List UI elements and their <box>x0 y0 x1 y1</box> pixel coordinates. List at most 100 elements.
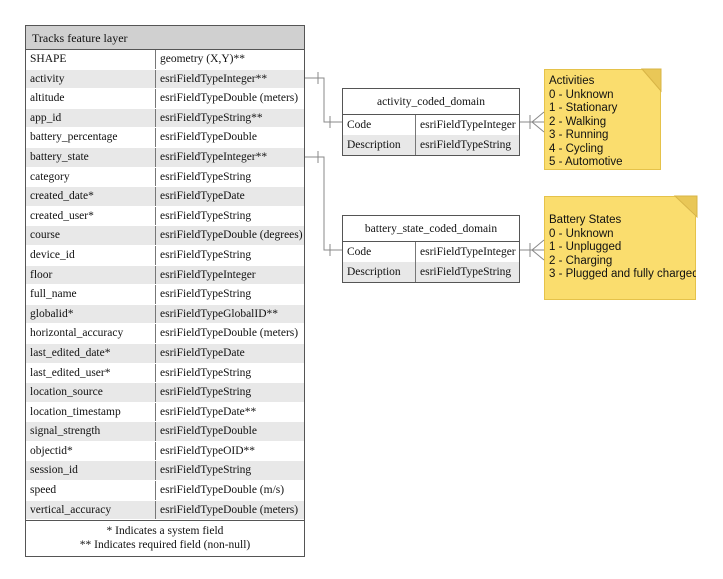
activity-crowfoot-top <box>531 111 545 123</box>
note-line: 2 - Charging <box>549 254 613 267</box>
field-type: esriFieldTypeInteger** <box>160 150 268 163</box>
table-row: battery_state esriFieldTypeInteger** <box>26 147 304 168</box>
field-name: course <box>26 226 156 245</box>
domain-field-type: esriFieldTypeInteger <box>420 119 516 131</box>
domain-title: battery_state_coded_domain <box>343 216 519 242</box>
table-rows: SHAPE geometry (X,Y)** activity esriFieldTy… <box>26 50 304 521</box>
table-row: app_id esriFieldTypeString** <box>26 108 304 129</box>
table-row: horizontal_accuracy esriFieldTypeDouble (… <box>26 324 304 344</box>
field-type: esriFieldTypeDate** <box>160 405 257 418</box>
note-line: 1 - Stationary <box>549 102 618 114</box>
note-line: 5 - Automotive <box>549 156 623 168</box>
field-type: esriFieldTypeString <box>160 366 252 379</box>
field-type: esriFieldTypeDouble (meters) <box>160 327 299 340</box>
domain-row-description: Description esriFieldTypeString <box>343 135 519 155</box>
note-line: 4 - Cycling <box>549 142 604 155</box>
field-name: horizontal_accuracy <box>26 324 156 343</box>
footer-required-field-note: ** Indicates required field (non-null) <box>79 539 251 552</box>
field-type: esriFieldTypeString** <box>160 111 263 124</box>
field-type: esriFieldTypeDate <box>160 190 245 203</box>
table-row: created_user*esriFieldTypeString <box>26 206 304 227</box>
tracks-feature-layer-table: Tracks feature layer SHAPE geometry (X,Y)… <box>25 25 305 558</box>
table-row: full_name esriFieldTypeString <box>26 285 304 305</box>
domain-row-description: Description esriFieldTypeString <box>343 262 519 282</box>
field-name: floor <box>26 265 156 285</box>
table-row: SHAPE geometry (X,Y)** <box>26 50 304 70</box>
table-row: floor esriFieldTypeInteger <box>26 265 304 286</box>
battery-crowfoot-top <box>531 239 545 251</box>
field-type: esriFieldTypeInteger** <box>160 72 268 85</box>
field-name: battery_percentage <box>26 128 156 147</box>
note-line: 0 - Unknown <box>549 227 614 240</box>
field-name: signal_strength <box>26 422 156 441</box>
table-row: last_edited_user* esriFieldTypeString <box>26 363 304 384</box>
field-name: location_source <box>26 383 156 402</box>
field-name: altitude <box>26 89 156 108</box>
field-name: last_edited_date* <box>26 343 156 363</box>
field-type: esriFieldTypeDouble (degrees) <box>160 229 303 242</box>
domain-field-name: Description <box>343 262 416 282</box>
activity-coded-domain-table: activity_coded_domain Code esriFieldType… <box>342 88 520 156</box>
activities-note: Activities 0 - Unknown 1 - Stationary 2 … <box>544 69 661 170</box>
domain-field-name: Code <box>343 115 416 135</box>
table-row: altitude esriFieldTypeDouble (meters) <box>26 89 304 109</box>
activity-crowfoot-bottom <box>531 121 545 133</box>
field-name: objectid* <box>26 441 156 461</box>
field-type: esriFieldTypeString <box>160 248 252 261</box>
domain-title: activity_coded_domain <box>343 89 519 115</box>
domain-row-code: Code esriFieldTypeInteger <box>343 115 519 135</box>
domain-field-name: Code <box>343 242 416 262</box>
note-line: 3 - Running <box>549 129 609 141</box>
battery-states-note: Battery States 0 - Unknown 1 - Unplugged… <box>544 196 696 300</box>
field-type: esriFieldTypeString <box>160 288 252 301</box>
field-type: esriFieldTypeString <box>160 464 252 477</box>
field-name: vertical_accuracy <box>26 500 156 520</box>
note-line: 0 - Unknown <box>549 88 614 101</box>
table-row: last_edited_date* esriFieldTypeDate <box>26 343 304 364</box>
field-type: esriFieldTypeDouble (meters) <box>160 503 299 516</box>
activity-relationship-line <box>305 77 342 123</box>
domain-field-type: esriFieldTypeInteger <box>420 246 516 258</box>
table-row: session_id esriFieldTypeString <box>26 461 304 482</box>
table-row: course esriFieldTypeDouble (degrees) <box>26 226 304 246</box>
table-row: signal_strength esriFieldTypeDouble <box>26 422 304 442</box>
field-type: esriFieldTypeDouble (m/s) <box>160 484 285 497</box>
domain-field-name: Description <box>343 135 416 155</box>
domain-field-type: esriFieldTypeString <box>420 266 512 278</box>
table-row: globalid* esriFieldTypeGlobalID** <box>26 304 304 325</box>
battery-relationship-line <box>305 156 342 251</box>
note-line: 2 - Walking <box>549 115 607 128</box>
field-name: activity <box>26 69 156 89</box>
note-title: Activities <box>549 75 595 87</box>
field-type: esriFieldTypeDouble (meters) <box>160 92 299 105</box>
table-row: location_timestamp esriFieldTypeDate** <box>26 402 304 423</box>
field-name: location_timestamp <box>26 402 156 422</box>
note-line: 3 - Plugged and fully charged <box>549 268 699 280</box>
field-type: geometry (X,Y)** <box>160 53 245 65</box>
field-name: last_edited_user* <box>26 363 156 383</box>
field-type: esriFieldTypeString <box>160 386 252 399</box>
field-type: esriFieldTypeDate <box>160 346 245 359</box>
field-name: app_id <box>26 108 156 128</box>
battery-state-coded-domain-table: battery_state_coded_domain Code esriFiel… <box>342 215 520 283</box>
table-title: Tracks feature layer <box>26 26 304 50</box>
field-name: globalid* <box>26 304 156 324</box>
field-name: device_id <box>26 245 156 265</box>
table-row: location_source esriFieldTypeString <box>26 383 304 403</box>
field-name: full_name <box>26 285 156 304</box>
field-type: esriFieldTypeString <box>160 209 252 222</box>
field-name: battery_state <box>26 147 156 167</box>
note-title: Battery States <box>549 214 622 226</box>
field-type: esriFieldTypeDouble <box>160 425 257 438</box>
field-name: session_id <box>26 461 156 481</box>
field-type: esriFieldTypeInteger <box>160 268 256 281</box>
field-type: esriFieldTypeGlobalID** <box>160 307 279 320</box>
footer-system-field-note: * Indicates a system field <box>106 525 224 538</box>
table-row: created_date*esriFieldTypeDate <box>26 187 304 207</box>
domain-field-type: esriFieldTypeString <box>420 139 512 151</box>
field-name: SHAPE <box>26 50 156 69</box>
battery-crowfoot-bottom <box>531 249 545 261</box>
